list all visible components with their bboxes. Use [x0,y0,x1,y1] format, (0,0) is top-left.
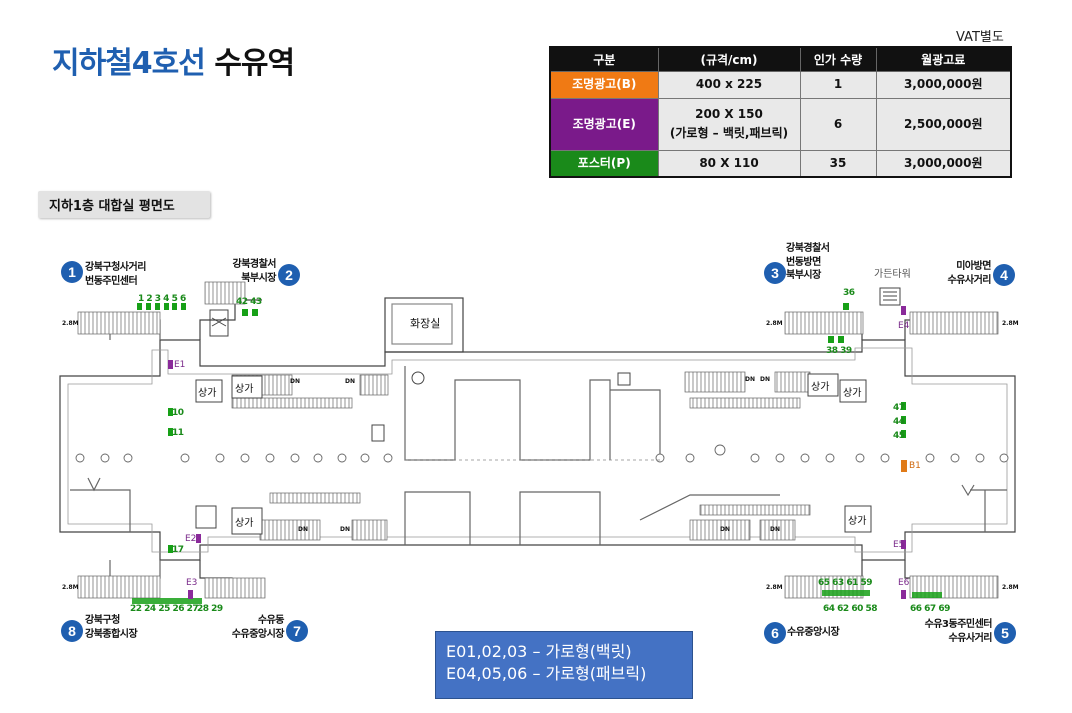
shop-label: 상가 [848,516,867,527]
row-qty: 35 [799,149,877,178]
row-size: 400 x 225 [657,70,801,99]
escalator-dn-label: DN [298,526,309,533]
e-code: E2 [185,534,197,544]
shop-label: 상가 [843,388,862,399]
poster-numbers: 45 [893,431,905,441]
vat-note: VAT별도 [956,30,1004,45]
poster-numbers: 65 63 61 59 [818,578,873,588]
exit-2-icon: 2 [278,264,300,286]
poster-numbers: 28 29 [197,604,223,614]
floor-height-label: 2.8M [766,320,783,327]
exit-7-icon: 7 [286,620,308,642]
poster-numbers: 64 62 60 58 [823,604,878,614]
poster-numbers: 38 39 [826,346,852,356]
poster-numbers: 36 [843,288,855,298]
pillars [75,444,1009,463]
tower-label: 가든타워 [874,269,911,280]
poster-numbers: 17 [172,545,184,555]
exit-6-icon: 6 [764,622,786,644]
price-table-header: 구분 (규격/cm) 인가 수량 월광고료 [549,46,1012,72]
poster-numbers: 42 43 [236,297,262,307]
poster-numbers: 47 [893,403,905,413]
row-size-note: (가로형 – 백릿,패브릭) [669,126,789,140]
floor-height-label: 2.8M [766,584,783,591]
poster-numbers: 1 2 3 4 5 6 [138,294,186,304]
shop-label: 상가 [198,388,217,399]
price-table: 구분 (규격/cm) 인가 수량 월광고료 조명광고(B) 400 x 225 … [549,46,1012,178]
poster-numbers: 66 67 69 [910,604,950,614]
escalator-dn-label: DN [340,526,351,533]
shop-label: 상가 [235,518,254,529]
legend-box: E01,02,03 – 가로형(백릿) E04,05,06 – 가로형(패브릭) [435,631,693,699]
row-size: 80 X 110 [657,149,801,178]
shop-boxes [195,373,872,535]
escalator-dn-label: DN [770,526,781,533]
poster-numbers: 11 [172,428,184,438]
exit-8-icon: 8 [61,620,83,642]
ad-markers [132,303,942,604]
legend-line: E01,02,03 – 가로형(백릿) [446,642,632,661]
row-qty: 1 [799,70,877,99]
exit-4-icon: 4 [993,264,1015,286]
e-code: E4 [898,321,910,331]
misc-symbols [209,287,901,442]
exit-1-icon: 1 [61,261,83,283]
e-code: E1 [174,360,186,370]
legend-line: E04,05,06 – 가로형(패브릭) [446,663,647,683]
floor-plan-label: 지하1층 대합실 평면도 [38,191,210,218]
escalator-dn-label: DN [745,376,756,383]
escalator-dn-label: DN [760,376,771,383]
row-fee: 2,500,000원 [875,97,1012,151]
e-code: E5 [893,540,905,550]
poster-numbers: 10 [172,408,184,418]
floor-height-label: 2.8M [62,320,79,327]
restroom-label: 화장실 [410,317,441,330]
floor-height-label: 2.8M [62,584,79,591]
b-code: B1 [909,461,921,471]
row-size-cell: 200 X 150 (가로형 – 백릿,패브릭) [657,97,801,151]
escalator-dn-label: DN [720,526,731,533]
escalators [77,281,999,599]
e-code: E6 [898,578,910,588]
concourse-walls [59,297,1016,590]
line-name: 지하철4호선 [52,46,206,81]
escalator-dn-label: DN [345,378,356,385]
station-name: 수유역 [214,46,295,81]
header-fee: 월광고료 [875,46,1012,72]
exit-6-label: 수유중앙시장 [787,627,840,638]
poster-numbers: 44 [893,417,905,427]
escalator-dn-label: DN [290,378,301,385]
floor-height-label: 2.8M [1002,584,1019,591]
shop-label: 상가 [235,384,254,395]
floor-height-label: 2.8M [1002,320,1019,327]
e-code: E3 [186,578,198,588]
exit-3-icon: 3 [764,262,786,284]
row-category: 조명광고(B) [549,70,659,99]
row-fee: 3,000,000원 [875,149,1012,178]
table-row: 포스터(P) 80 X 110 35 3,000,000원 [549,149,1012,178]
row-size: 200 X 150 [695,107,763,122]
page-title: 지하철4호선 수유역 [52,38,295,82]
poster-numbers: 22 24 25 26 27 [130,604,199,614]
exit-5-icon: 5 [994,622,1016,644]
shop-label: 상가 [811,382,830,393]
